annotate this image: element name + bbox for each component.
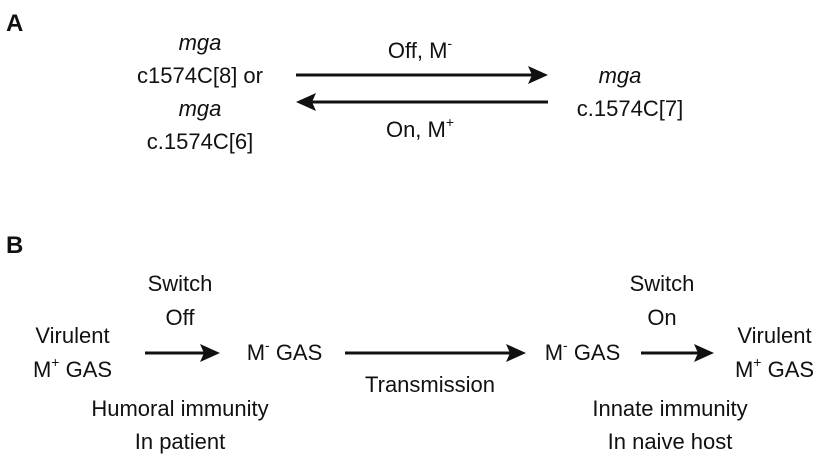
switch-on-line1: Switch — [629, 271, 695, 296]
end-line2: M+ GAS — [734, 353, 815, 382]
switch-on-arrow — [641, 344, 714, 362]
forward-label: Off, M- — [387, 34, 453, 63]
transmission-arrow — [345, 344, 526, 362]
start-line2: M+ GAS — [32, 353, 113, 382]
switch-off-arrow — [145, 344, 220, 362]
start-line1: Virulent — [35, 323, 110, 348]
humoral-line2: In patient — [134, 429, 226, 454]
innate-line1: Innate immunity — [592, 396, 748, 421]
switch-off-line1: Switch — [147, 271, 213, 296]
right-gene: mga — [598, 63, 642, 88]
panel-a-letter: A — [6, 10, 24, 37]
node-m-minus-gas-1: M- GAS — [246, 336, 323, 365]
reverse-label: On, M+ — [385, 113, 455, 142]
reverse-arrow — [296, 93, 548, 111]
left-allele-top: c1574C[8] or — [137, 63, 263, 88]
end-line1: Virulent — [737, 323, 812, 348]
transmission-label: Transmission — [365, 372, 495, 397]
forward-arrow — [296, 66, 548, 84]
node-m-minus-gas-2: M- GAS — [544, 336, 621, 365]
left-gene-bottom: mga — [178, 96, 222, 121]
switch-on-line2: On — [647, 305, 677, 330]
switch-off-line2: Off — [165, 305, 195, 330]
innate-line2: In naive host — [607, 429, 733, 454]
panel-b-letter: B — [6, 232, 24, 259]
left-allele-bottom: c.1574C[6] — [146, 129, 254, 154]
humoral-line1: Humoral immunity — [91, 396, 269, 421]
left-gene-top: mga — [178, 30, 222, 55]
right-allele: c.1574C[7] — [576, 96, 684, 121]
